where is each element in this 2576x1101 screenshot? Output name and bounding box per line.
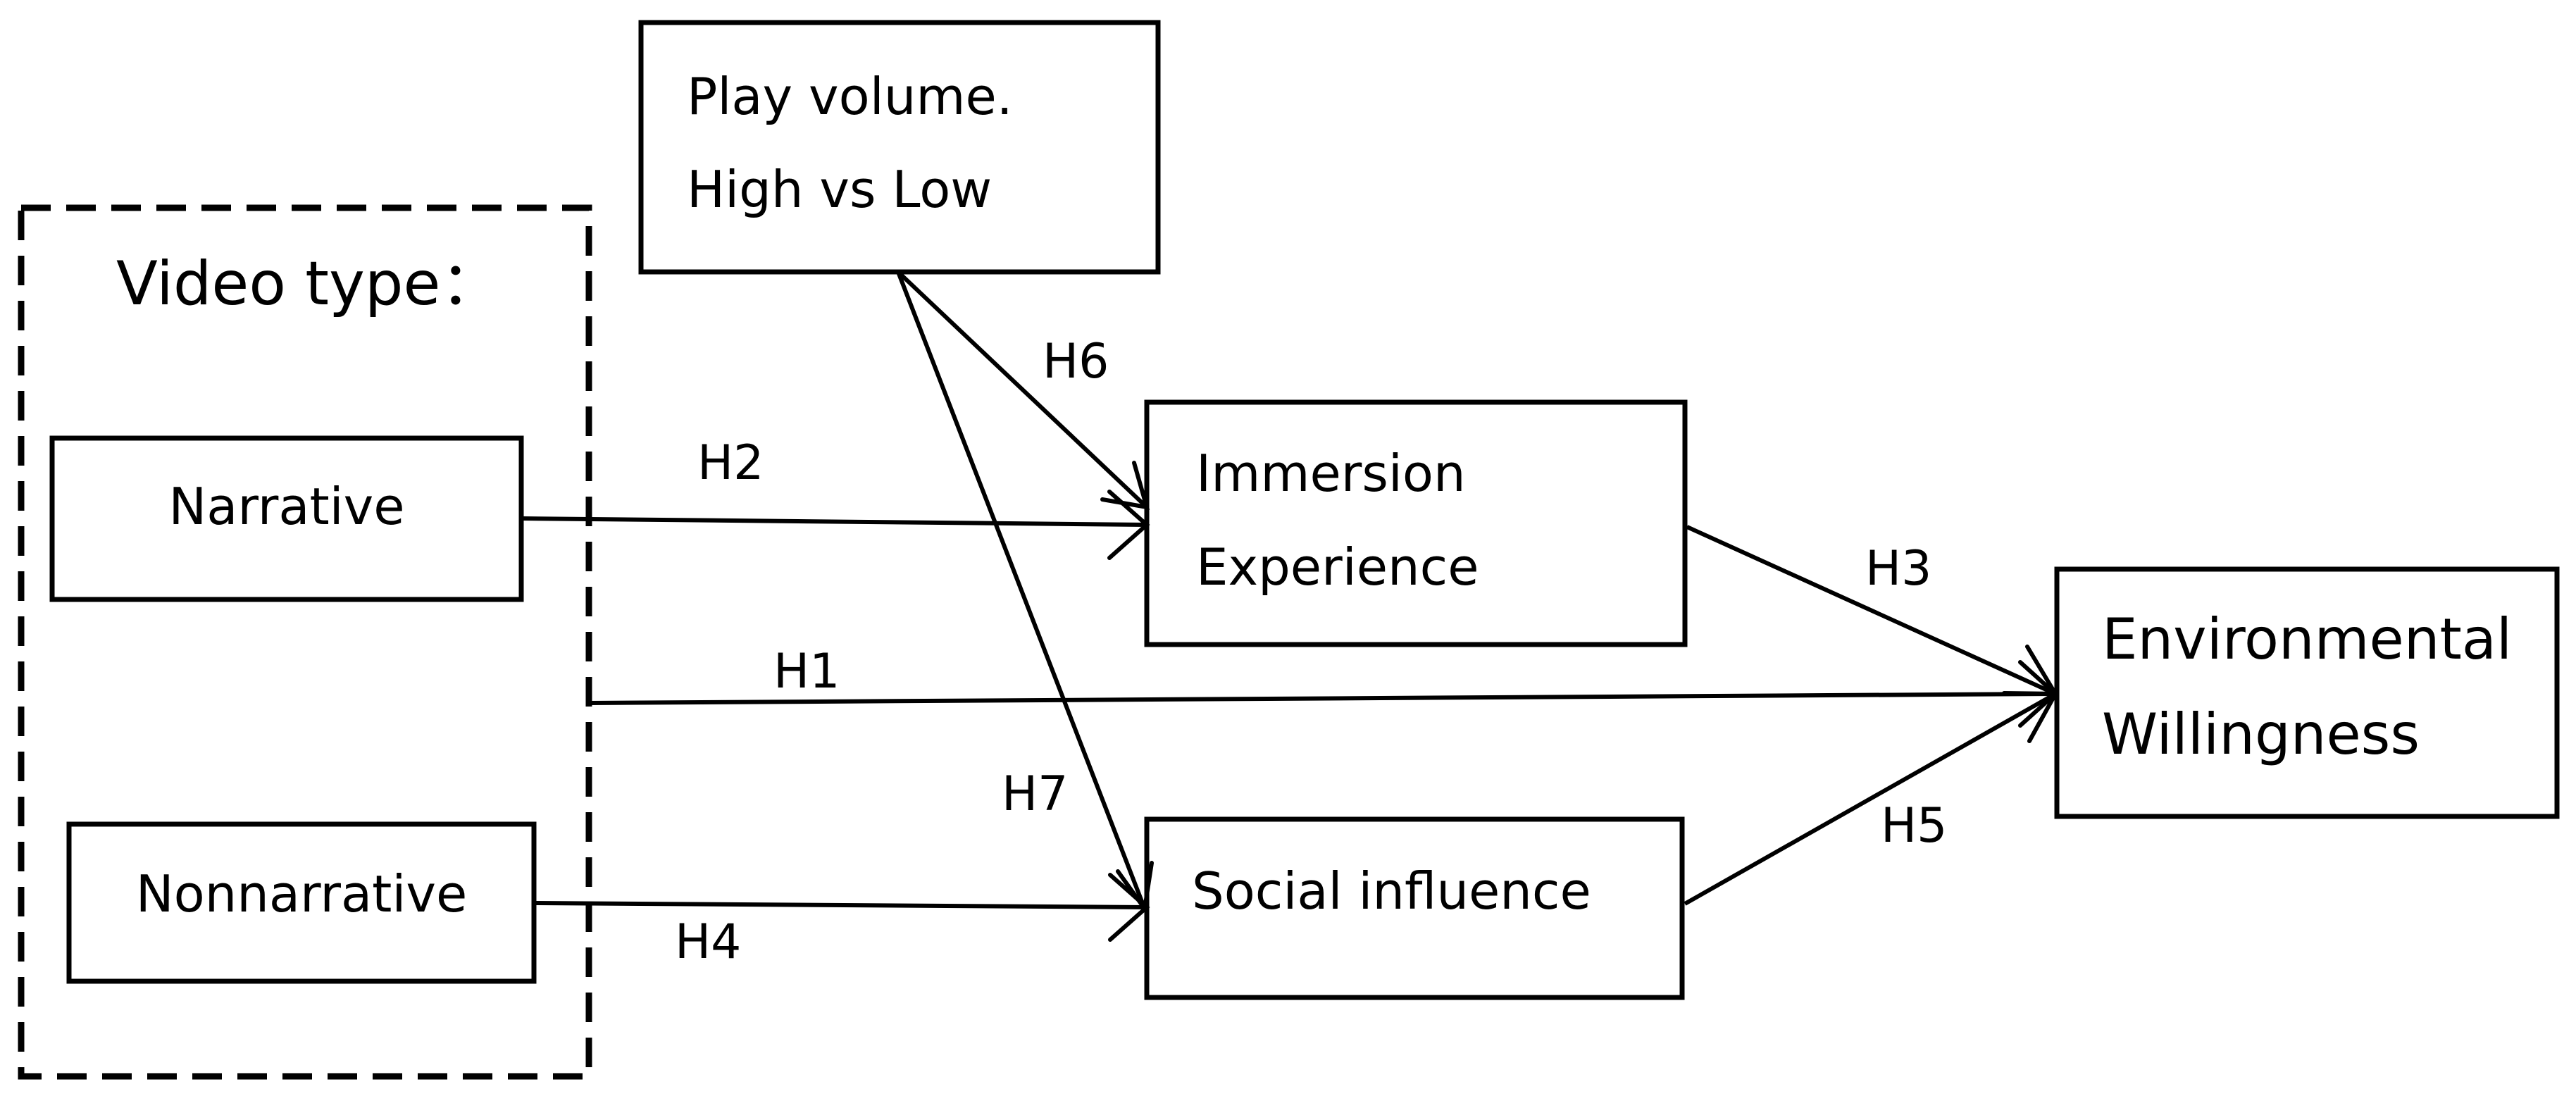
nonnarrative-label: Nonnarrative bbox=[136, 864, 468, 923]
label-h4: H4 bbox=[675, 914, 741, 970]
label-h5: H5 bbox=[1881, 798, 1947, 854]
play-volume-box bbox=[638, 20, 1161, 275]
immersion-line-1: Immersion bbox=[1196, 444, 1466, 503]
video-type-group bbox=[18, 204, 592, 1080]
label-h3: H3 bbox=[1865, 541, 1931, 597]
label-h2: H2 bbox=[697, 435, 764, 491]
edge-h2-narrative-to-immersion bbox=[522, 490, 1150, 560]
label-h1: H1 bbox=[773, 644, 840, 699]
label-h6: H6 bbox=[1043, 334, 1109, 390]
edge-h6-play-volume-to-immersion bbox=[896, 270, 1150, 510]
nonnarrative-box bbox=[66, 821, 537, 984]
edge-h7-play-volume-to-social bbox=[896, 270, 1154, 914]
play-volume-line-2: High vs Low bbox=[687, 160, 992, 219]
play-volume-line-1: Play volume. bbox=[687, 67, 1013, 126]
social-influence-box bbox=[1144, 816, 1685, 1000]
edge-h4-nonnarrative-to-social bbox=[533, 873, 1150, 942]
immersion-experience-box bbox=[1144, 399, 1688, 647]
narrative-box bbox=[49, 435, 524, 602]
video-type-title: Video type： bbox=[116, 249, 501, 319]
edge-h5-social-to-environmental bbox=[1684, 691, 2060, 906]
social-influence-label: Social influence bbox=[1192, 861, 1591, 921]
environmental-line-2: Willingness bbox=[2102, 702, 2420, 767]
immersion-line-2: Experience bbox=[1196, 537, 1479, 597]
environmental-line-1: Environmental bbox=[2102, 607, 2512, 672]
label-h7: H7 bbox=[1002, 766, 1068, 822]
narrative-label: Narrative bbox=[168, 477, 404, 536]
